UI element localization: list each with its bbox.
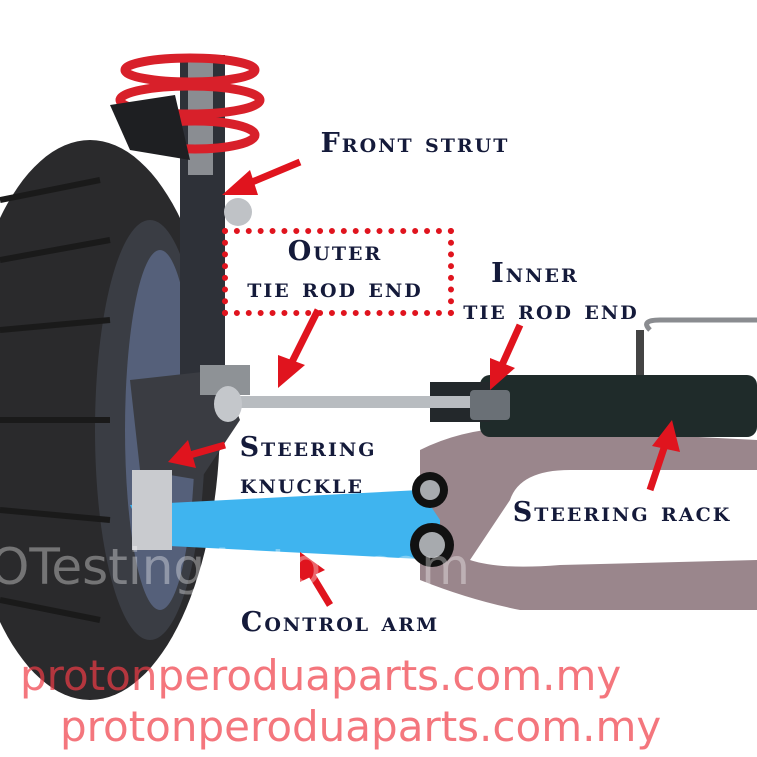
label-front-strut: Front strut — [320, 128, 510, 159]
label-outer-line2: tie rod end — [247, 273, 423, 304]
control-arm — [130, 470, 454, 567]
label-knuckle-line2: knuckle — [240, 469, 364, 500]
tie-rod — [214, 386, 510, 422]
secondary-watermark: OTestingAutos.com — [0, 538, 470, 596]
label-inner-line1: Inner — [491, 258, 579, 289]
label-control-arm: Control arm — [240, 607, 440, 638]
primary-watermark: protonperoduaparts.com.my — [20, 651, 622, 700]
label-knuckle-line1: Steering — [239, 432, 377, 463]
label-steering-rack: Steering rack — [512, 497, 732, 528]
callout-arrows — [168, 158, 680, 607]
front-strut — [110, 53, 265, 385]
primary-watermark-2: protonperoduaparts.com.my — [60, 702, 662, 751]
label-outer-line1: Outer — [287, 236, 383, 267]
outer-tie-rod-highlight-box — [222, 228, 454, 316]
subframe — [420, 427, 757, 610]
label-inner-line2: tie rod end — [463, 295, 639, 326]
steering-knuckle — [130, 370, 240, 480]
steering-rack — [430, 317, 757, 437]
